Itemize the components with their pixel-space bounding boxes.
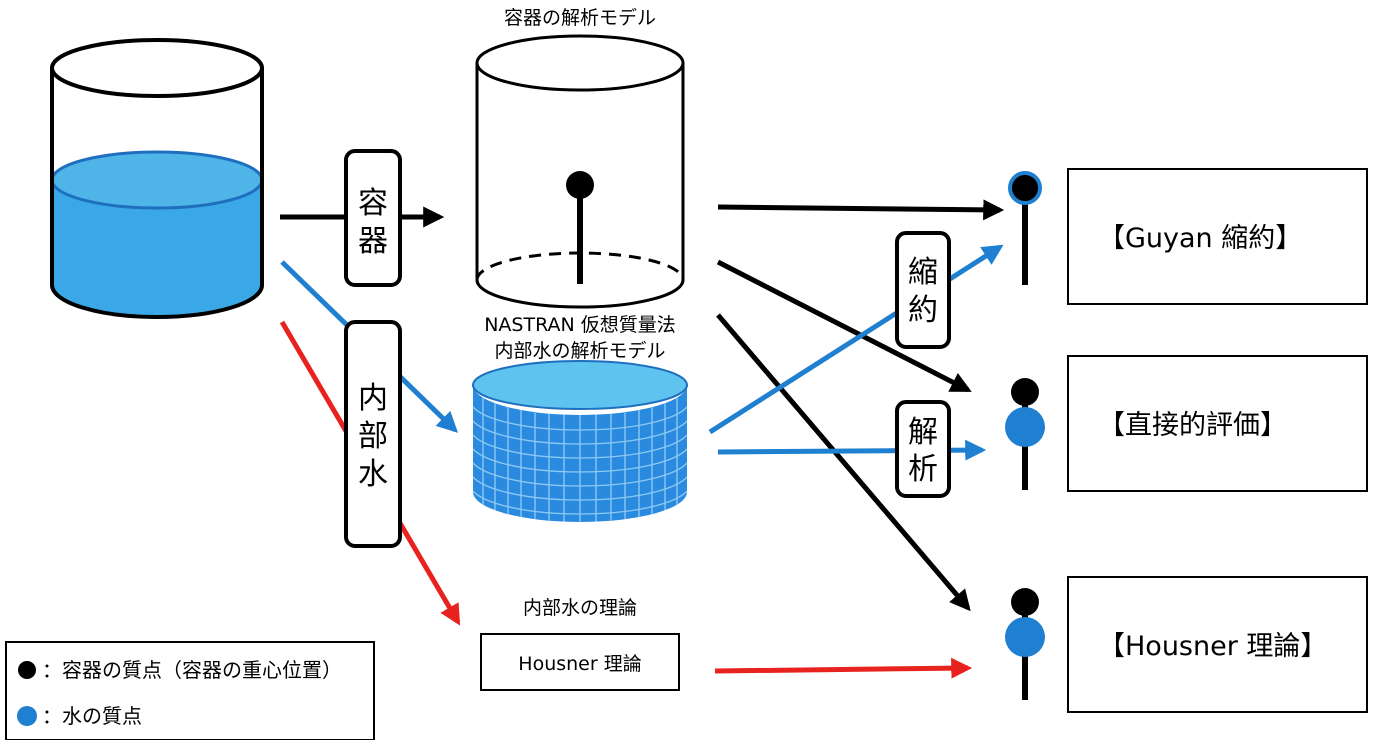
step-label-reduction-char-1: 縮 [908, 255, 938, 290]
step-label-water-char-2: 部 [358, 419, 388, 454]
housner-stick-model [1005, 588, 1045, 700]
step-label-analysis-char-2: 析 [908, 452, 938, 487]
guyan-stick-model [1008, 171, 1042, 285]
step-label-vessel: 容 器 [344, 149, 402, 287]
arrow-vessel-to-direct [716, 259, 972, 393]
legend-water-mass: ：水の質点 [42, 704, 142, 728]
legend-vessel-mass-marker [18, 661, 36, 679]
step-label-vessel-char-2: 器 [358, 224, 388, 259]
step-label-reduction-char-2: 約 [908, 293, 938, 328]
arrow-theory-to-housner [714, 657, 973, 679]
arrow-water-to-guyan [708, 244, 1004, 435]
guyan-combined-mass [1008, 171, 1042, 205]
result-guyan-label: 【Guyan 縮約】 [1098, 223, 1302, 254]
arrow-vessel-to-guyan [717, 199, 1005, 221]
result-direct: 【直接的評価】 [1067, 355, 1368, 492]
housner-vessel-mass [1011, 588, 1039, 616]
step-label-water: 内 部 水 [344, 320, 402, 548]
step-label-analysis: 解 析 [895, 400, 951, 498]
result-direct-label: 【直接的評価】 [1098, 410, 1287, 441]
legend: ：容器の質点（容器の重心位置） ：水の質点 [5, 641, 375, 740]
source-tank [50, 38, 264, 319]
water-model-title-line2: 内部水の解析モデル [494, 340, 665, 362]
step-label-reduction: 縮 約 [895, 231, 951, 349]
step-label-water-char-3: 水 [358, 457, 388, 492]
legend-vessel-mass: ：容器の質点（容器の重心位置） [42, 658, 342, 682]
direct-vessel-mass [1011, 378, 1039, 406]
arrow-vessel-to-housner [716, 313, 971, 612]
result-housner-label: 【Housner 理論】 [1098, 631, 1327, 662]
housner-theory-model: 内部水の理論 Housner 理論 [480, 597, 680, 691]
result-guyan: 【Guyan 縮約】 [1067, 168, 1368, 305]
theory-box-label: Housner 理論 [518, 653, 641, 675]
direct-water-mass [1005, 407, 1045, 447]
water-analysis-model: NASTRAN 仮想質量法 内部水の解析モデル [472, 314, 688, 522]
vessel-analysis-model: 容器の解析モデル [475, 7, 685, 309]
step-label-analysis-char-1: 解 [908, 415, 938, 450]
direct-stick-model [1005, 378, 1045, 490]
vessel-mass-point [566, 171, 594, 199]
vessel-model-title: 容器の解析モデル [504, 7, 656, 29]
result-housner: 【Housner 理論】 [1067, 576, 1368, 713]
step-label-vessel-char-1: 容 [358, 186, 388, 221]
legend-water-mass-marker [17, 706, 37, 726]
housner-water-mass [1005, 617, 1045, 657]
step-label-water-char-1: 内 [358, 381, 388, 416]
theory-title: 内部水の理論 [523, 597, 637, 619]
water-model-title-line1: NASTRAN 仮想質量法 [484, 314, 676, 336]
